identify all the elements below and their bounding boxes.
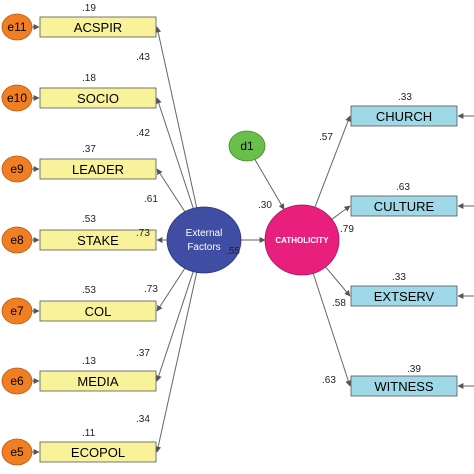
error-node-e9 [1,155,33,183]
loading-path-extserv [325,266,351,297]
outcome-box-witness [350,375,458,397]
coef-d1-to-cath: .30 [258,200,272,211]
latent-node-external-factors [166,206,242,274]
error-label-e9: e9 [10,162,24,176]
loading-ecopol: .34 [136,414,150,425]
loading-path-col [156,267,186,312]
loading-path-witness [312,273,352,387]
indicator-box-col [39,300,157,322]
nodes: e11 ACSPIR e10 SOCIO e9 LEADER e8 STAKE e7 COL e6 M… [1,13,458,466]
indicator-label-col: COL [85,304,112,319]
indicator-box-acspir [39,16,157,38]
outcome-label-church: CHURCH [376,109,432,124]
loading-path-culture [331,205,351,220]
indicator-label-media: MEDIA [77,374,119,389]
outcome-box-extserv [350,285,458,307]
error-label-e8: e8 [10,233,24,247]
error-label-e6: e6 [10,374,24,388]
disturbance-label-d1: d1 [240,139,254,153]
loading-media: .37 [136,348,150,359]
error-label-e10: e10 [7,91,27,105]
coefficients: .19 .43 .18 .42 .37 .61 .53 .73 .53 .73 .13 .37 .11.… [82,3,421,439]
indicator-box-stake [39,229,157,251]
error-node-e7 [1,297,33,325]
loading-path-leader [156,168,186,213]
latent-node-catholicity [264,204,340,276]
loading-leader: .61 [144,194,158,205]
error-label-e7: e7 [10,304,24,318]
loading-witness: .63 [322,375,336,386]
indicator-label-leader: LEADER [72,162,124,177]
outcome-label-extserv: EXTSERV [374,289,435,304]
indicator-label-acspir: ACSPIR [74,20,122,35]
outcome-label-witness: WITNESS [374,379,434,394]
r2-culture: .63 [396,182,410,193]
indicator-label-stake: STAKE [77,233,119,248]
loading-church: .57 [319,132,333,143]
r2-extserv: .33 [392,272,406,283]
error-label-e5: e5 [10,445,24,459]
indicator-box-ecopol [39,441,157,463]
error-label-e11: e11 [7,20,26,34]
r2-leader: .37 [82,144,96,155]
r2-church: .33 [398,92,412,103]
outcome-box-culture [350,195,458,217]
r2-ecopol: .11 [82,428,96,439]
indicator-label-ecopol: ECOPOL [71,445,125,460]
r2-stake: .53 [82,214,96,225]
loading-socio: .42 [136,128,150,139]
loading-path-ecopol [155,272,198,453]
loading-extserv: .58 [332,298,346,309]
r2-col: .53 [82,285,96,296]
loading-acspir: .43 [136,52,150,63]
indicator-box-socio [39,87,157,109]
indicator-label-socio: SOCIO [77,91,119,106]
error-node-e5 [1,438,33,466]
error-node-e10 [1,84,33,112]
latent-label-catholicity: CATHOLICITY [275,236,329,245]
r2-media: .13 [82,356,96,367]
loading-path-media [155,271,194,382]
loading-col: .73 [144,284,158,295]
latent-label-external-line1: External [186,228,223,239]
loading-path-acspir [155,26,198,208]
latent-label-external-line2: Factors [187,242,220,253]
indicator-box-media [39,370,157,392]
indicator-box-leader [39,158,157,180]
outcome-label-culture: CULTURE [374,199,435,214]
coef-ext-to-cath: .55 [226,246,240,257]
r2-witness: .39 [407,364,421,375]
error-node-e6 [1,367,33,395]
disturbance-node-d1 [228,130,266,162]
loading-culture: .79 [340,224,354,235]
loading-path-socio [155,97,194,209]
r2-acspir: .19 [82,3,96,14]
outcome-box-church [350,105,458,127]
disturbance-path-d1 [254,159,285,210]
error-node-e8 [1,226,33,254]
loading-stake: .73 [136,228,150,239]
loading-path-church [314,115,351,208]
error-node-e11 [1,13,33,41]
r2-socio: .18 [82,73,96,84]
